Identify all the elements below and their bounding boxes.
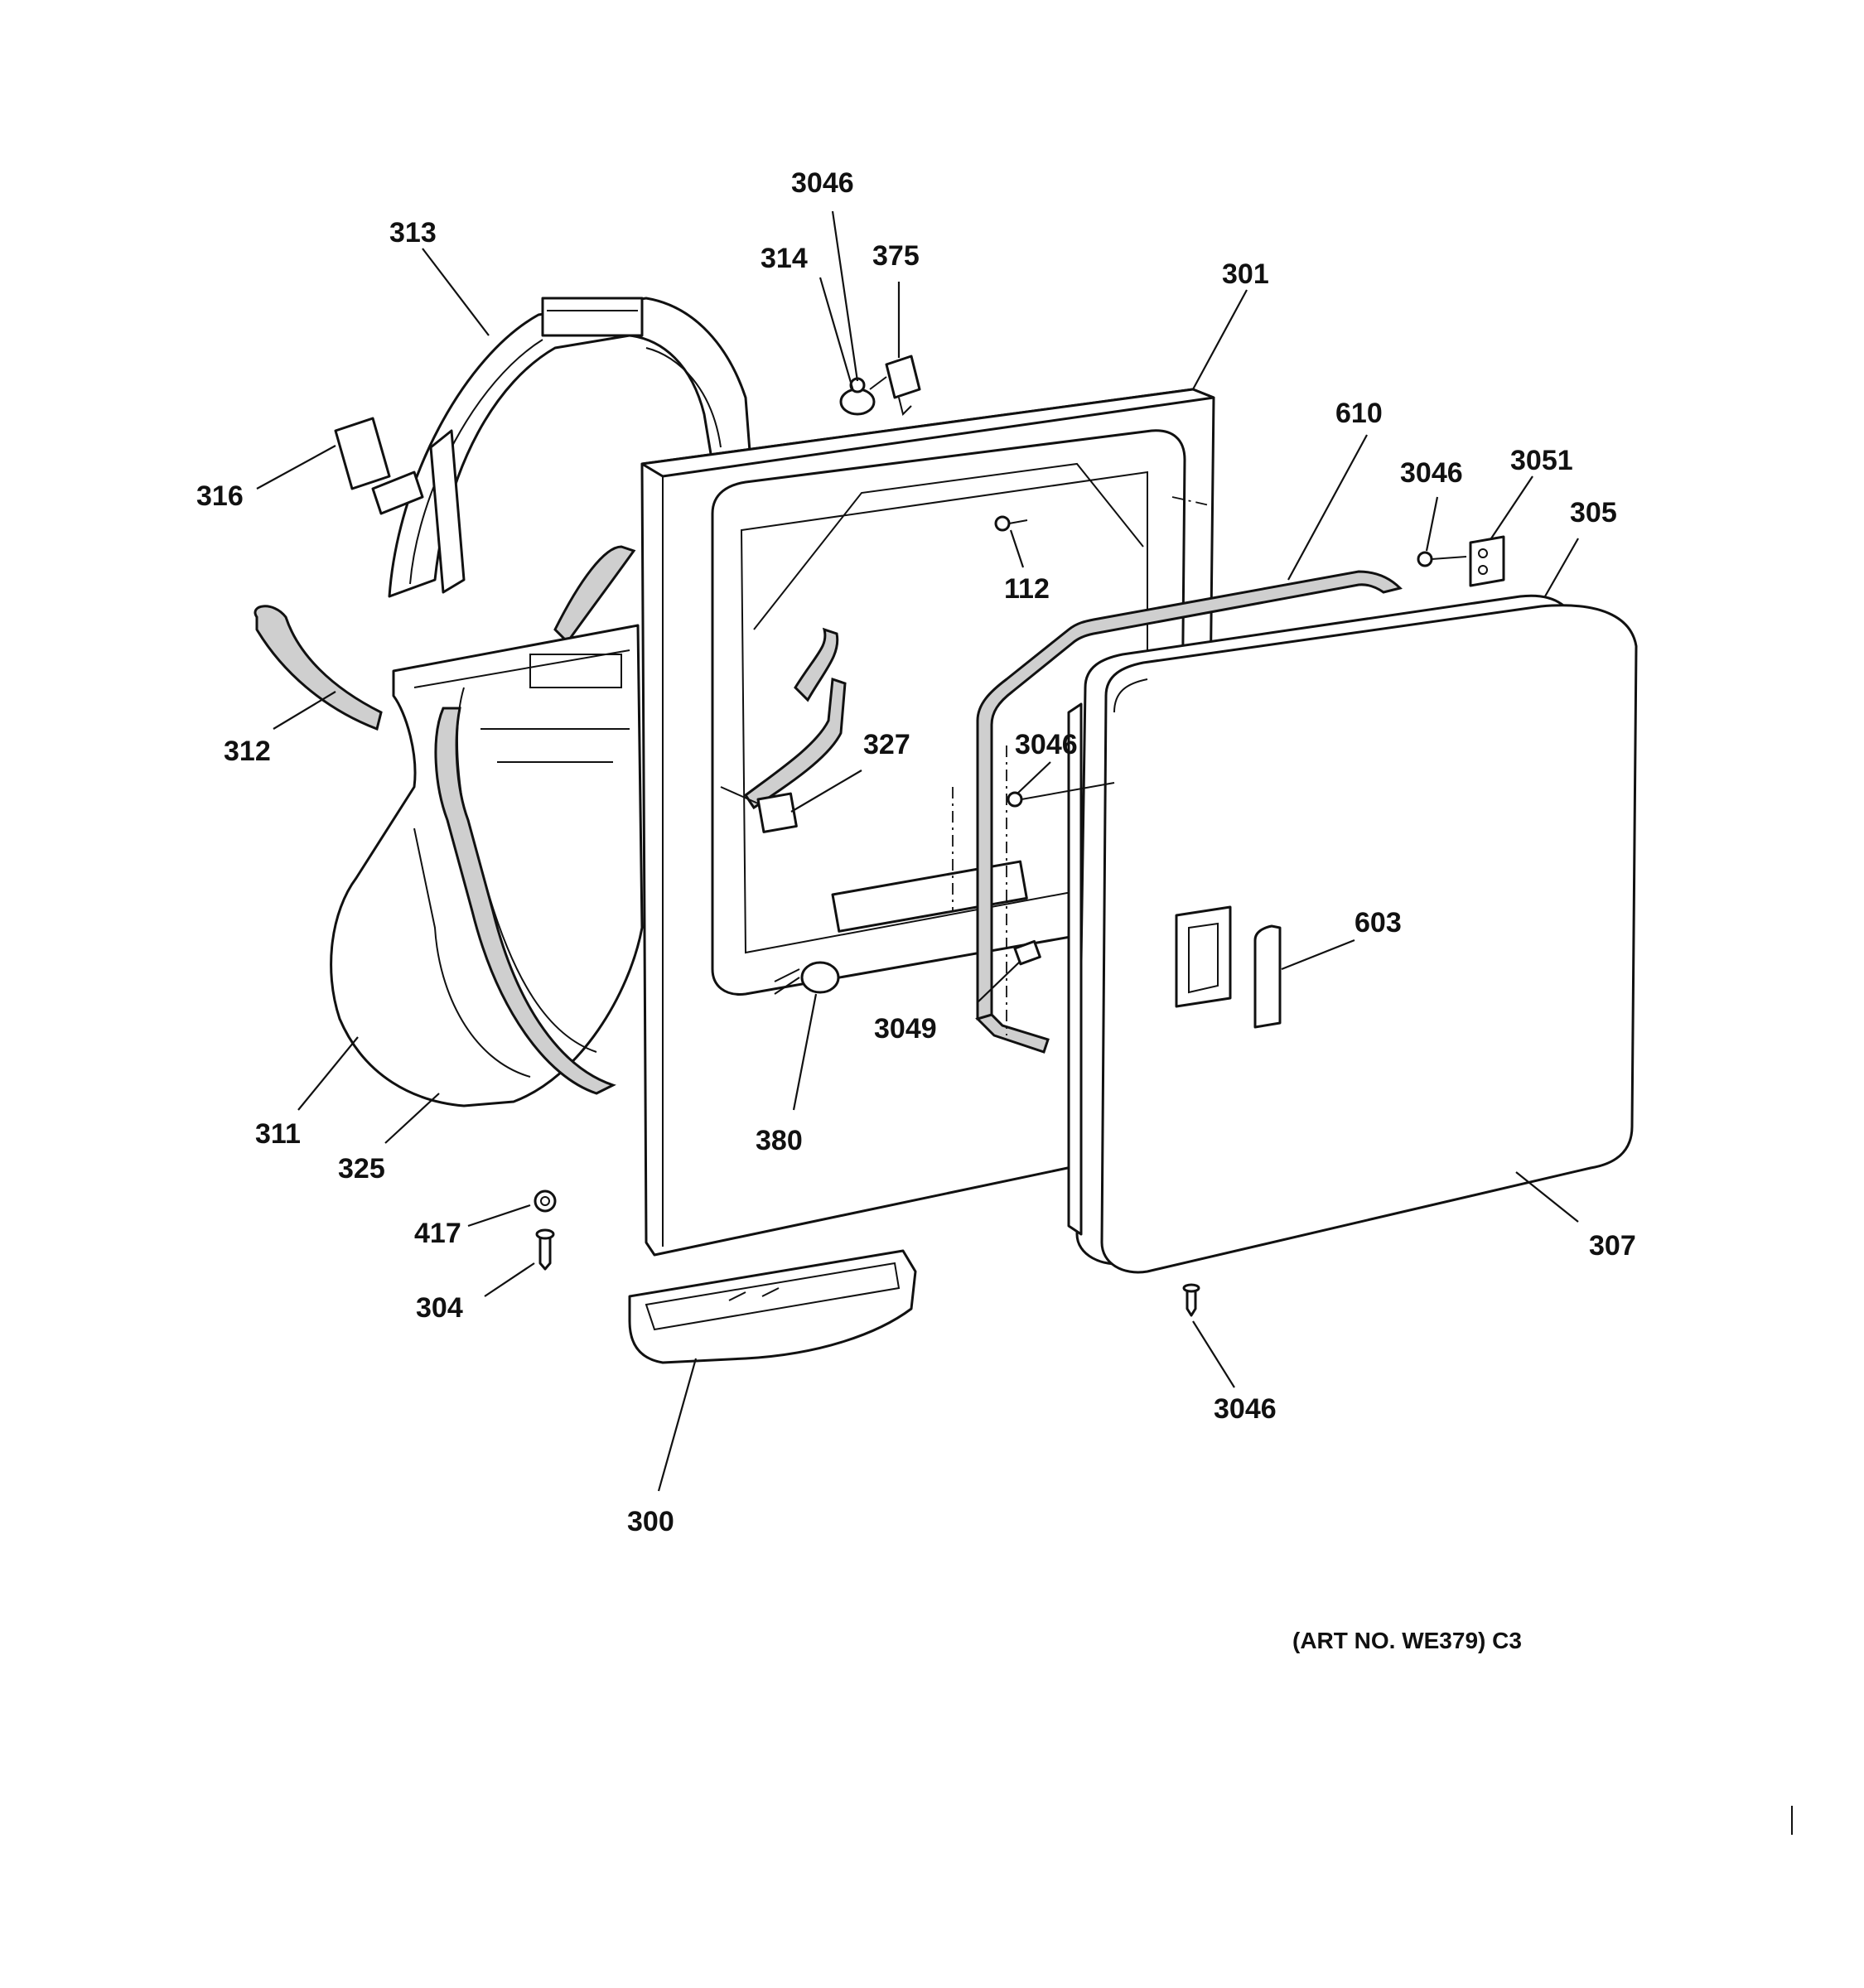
label-327: 327 — [863, 729, 910, 760]
label-312: 312 — [224, 736, 271, 767]
label-307: 307 — [1589, 1230, 1636, 1262]
label-380: 380 — [756, 1125, 803, 1156]
label-3051: 3051 — [1510, 445, 1573, 476]
part-313-blower-housing — [371, 297, 751, 598]
label-316: 316 — [196, 480, 244, 512]
label-325: 325 — [338, 1153, 385, 1185]
part-307-door — [1067, 594, 1638, 1274]
part-300-lint-filter — [628, 1249, 917, 1364]
label-3046-hinge: 3046 — [1400, 457, 1463, 489]
part-325-duct-seal — [434, 707, 616, 1095]
label-610: 610 — [1335, 398, 1383, 429]
label-3049: 3049 — [874, 1013, 937, 1045]
part-3051-hinge — [1469, 535, 1505, 587]
leader-lines — [256, 210, 1579, 1492]
part-314-375-latch — [839, 355, 921, 416]
part-610-door-gasket — [952, 570, 1403, 1054]
label-603: 603 — [1355, 907, 1402, 939]
art-number: (ART NO. WE379) C3 — [1292, 1628, 1522, 1653]
label-417: 417 — [414, 1218, 461, 1249]
part-112-screw — [994, 515, 1028, 532]
part-304-screw — [535, 1228, 555, 1271]
label-314: 314 — [761, 243, 808, 274]
label-3046-mid: 3046 — [1015, 729, 1078, 760]
label-301: 301 — [1222, 258, 1269, 290]
part-417-nut — [534, 1189, 557, 1213]
callout-labels: 3046 313 314 375 301 610 3046 3051 305 3… — [196, 167, 1636, 1537]
label-3046-top: 3046 — [791, 167, 854, 199]
part-311-duct — [330, 624, 644, 1107]
part-3049-clip — [1013, 939, 1041, 966]
part-312-seal — [254, 545, 636, 731]
label-300: 300 — [627, 1506, 674, 1537]
label-304: 304 — [416, 1292, 463, 1324]
part-380-lamp-socket — [774, 961, 840, 995]
label-112: 112 — [1004, 573, 1050, 605]
part-603-handle — [1175, 905, 1282, 1029]
label-305: 305 — [1570, 497, 1617, 528]
label-313: 313 — [389, 217, 437, 248]
part-316-strip — [334, 417, 391, 490]
label-375: 375 — [872, 240, 920, 272]
label-3046-bottom: 3046 — [1214, 1393, 1277, 1425]
label-311: 311 — [255, 1118, 301, 1150]
part-3046-screws — [849, 377, 1467, 1317]
